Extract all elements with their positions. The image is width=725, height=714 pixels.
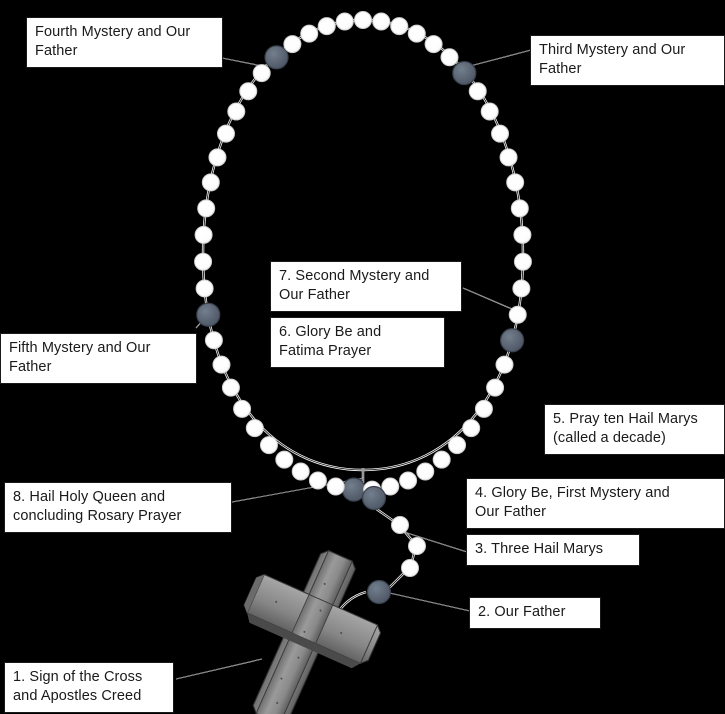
hail-mary-bead (212, 355, 231, 374)
hail-mary-bead (201, 173, 220, 192)
hail-mary-bead (317, 17, 336, 36)
hail-mary-bead (506, 173, 525, 192)
hail-mary-bead (399, 471, 418, 490)
label-step3-three-hail-marys[interactable]: 3. Three Hail Marys (466, 534, 640, 566)
hail-mary-bead (512, 279, 531, 298)
label-step2-our-father[interactable]: 2. Our Father (469, 597, 601, 629)
label-fourth-mystery[interactable]: Fourth Mystery and Our Father (26, 17, 223, 68)
hail-mary-bead (208, 148, 227, 167)
hail-mary-bead (216, 124, 235, 143)
label-step7-second-mystery[interactable]: 7. Second Mystery and Our Father (270, 261, 462, 312)
hail-mary-bead (407, 24, 426, 43)
hail-mary-bead (390, 17, 409, 36)
hail-mary-bead (308, 471, 327, 490)
hail-mary-bead (372, 12, 391, 31)
hail-mary-bead (233, 399, 252, 418)
hail-mary-bead (381, 477, 400, 496)
hail-mary-bead (440, 48, 459, 67)
label-step6-glory-be[interactable]: 6. Glory Be and Fatima Prayer (270, 317, 445, 368)
hail-mary-bead (197, 199, 216, 218)
bead-group (194, 11, 532, 605)
our-father-bead (264, 45, 289, 70)
label-step1-sign-of-cross[interactable]: 1. Sign of the Cross and Apostles Creed (4, 662, 174, 713)
hail-mary-bead (259, 436, 278, 455)
hail-mary-bead (462, 419, 481, 438)
label-step8-hail-holy-queen[interactable]: 8. Hail Holy Queen and concluding Rosary… (4, 482, 232, 533)
pendant-our-father-bead-4 (361, 485, 387, 511)
label-step5-hail-marys[interactable]: 5. Pray ten Hail Marys (called a decade) (544, 404, 725, 455)
hail-mary-bead (354, 11, 372, 29)
hail-mary-bead (300, 24, 319, 43)
pendant-our-father-bead-2 (366, 579, 392, 605)
hail-mary-bead (239, 82, 258, 101)
hail-mary-bead (335, 12, 354, 31)
pendant-hail-mary-bead (401, 559, 419, 577)
hail-mary-bead (221, 378, 240, 397)
hail-mary-bead (245, 419, 264, 438)
hail-mary-bead (491, 124, 510, 143)
label-step4-glory-be-first-mystery[interactable]: 4. Glory Be, First Mystery and Our Fathe… (466, 478, 725, 529)
hail-mary-bead (326, 477, 345, 496)
hail-mary-bead (510, 199, 529, 218)
hail-mary-bead (486, 378, 505, 397)
hail-mary-bead (194, 252, 213, 271)
our-father-bead (196, 302, 221, 327)
hail-mary-bead (291, 462, 310, 481)
hail-mary-bead (432, 450, 451, 469)
hail-mary-bead (204, 331, 223, 350)
crucifix-icon (243, 550, 382, 714)
hail-mary-bead (508, 305, 527, 324)
label-third-mystery[interactable]: Third Mystery and Our Father (530, 35, 725, 86)
pendant-hail-mary-bead (408, 537, 426, 555)
pendant-hail-mary-bead (391, 516, 409, 534)
hail-mary-bead (513, 225, 532, 244)
hail-mary-bead (480, 102, 499, 121)
hail-mary-bead (468, 82, 487, 101)
hail-mary-bead (513, 252, 532, 271)
hail-mary-bead (275, 450, 294, 469)
label-fifth-mystery[interactable]: Fifth Mystery and Our Father (0, 333, 197, 384)
hail-mary-bead (499, 148, 518, 167)
hail-mary-bead (416, 462, 435, 481)
hail-mary-bead (424, 35, 443, 54)
hail-mary-bead (227, 102, 246, 121)
hail-mary-bead (474, 399, 493, 418)
our-father-bead (452, 60, 477, 86)
leader-lines-core (175, 49, 532, 680)
hail-mary-bead (495, 355, 514, 374)
hail-mary-bead (194, 225, 213, 244)
hail-mary-bead (283, 35, 302, 54)
hail-mary-bead (195, 279, 214, 298)
our-father-bead (499, 328, 525, 353)
hail-mary-bead (252, 64, 271, 83)
hail-mary-bead (448, 436, 467, 455)
